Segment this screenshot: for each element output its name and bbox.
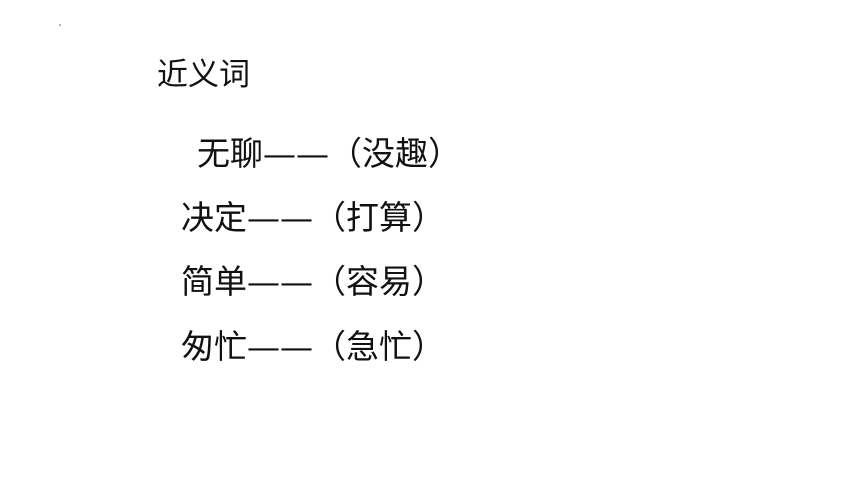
synonym-pair-2: 决定——（打算）	[181, 198, 445, 237]
corner-dot	[59, 24, 61, 26]
synonym-pair-3: 简单——（容易）	[181, 262, 445, 301]
synonym-pair-1: 无聊——（没趣）	[197, 134, 461, 173]
slide-heading: 近义词	[157, 57, 250, 93]
synonym-pair-4: 匆忙——（急忙）	[181, 327, 445, 366]
